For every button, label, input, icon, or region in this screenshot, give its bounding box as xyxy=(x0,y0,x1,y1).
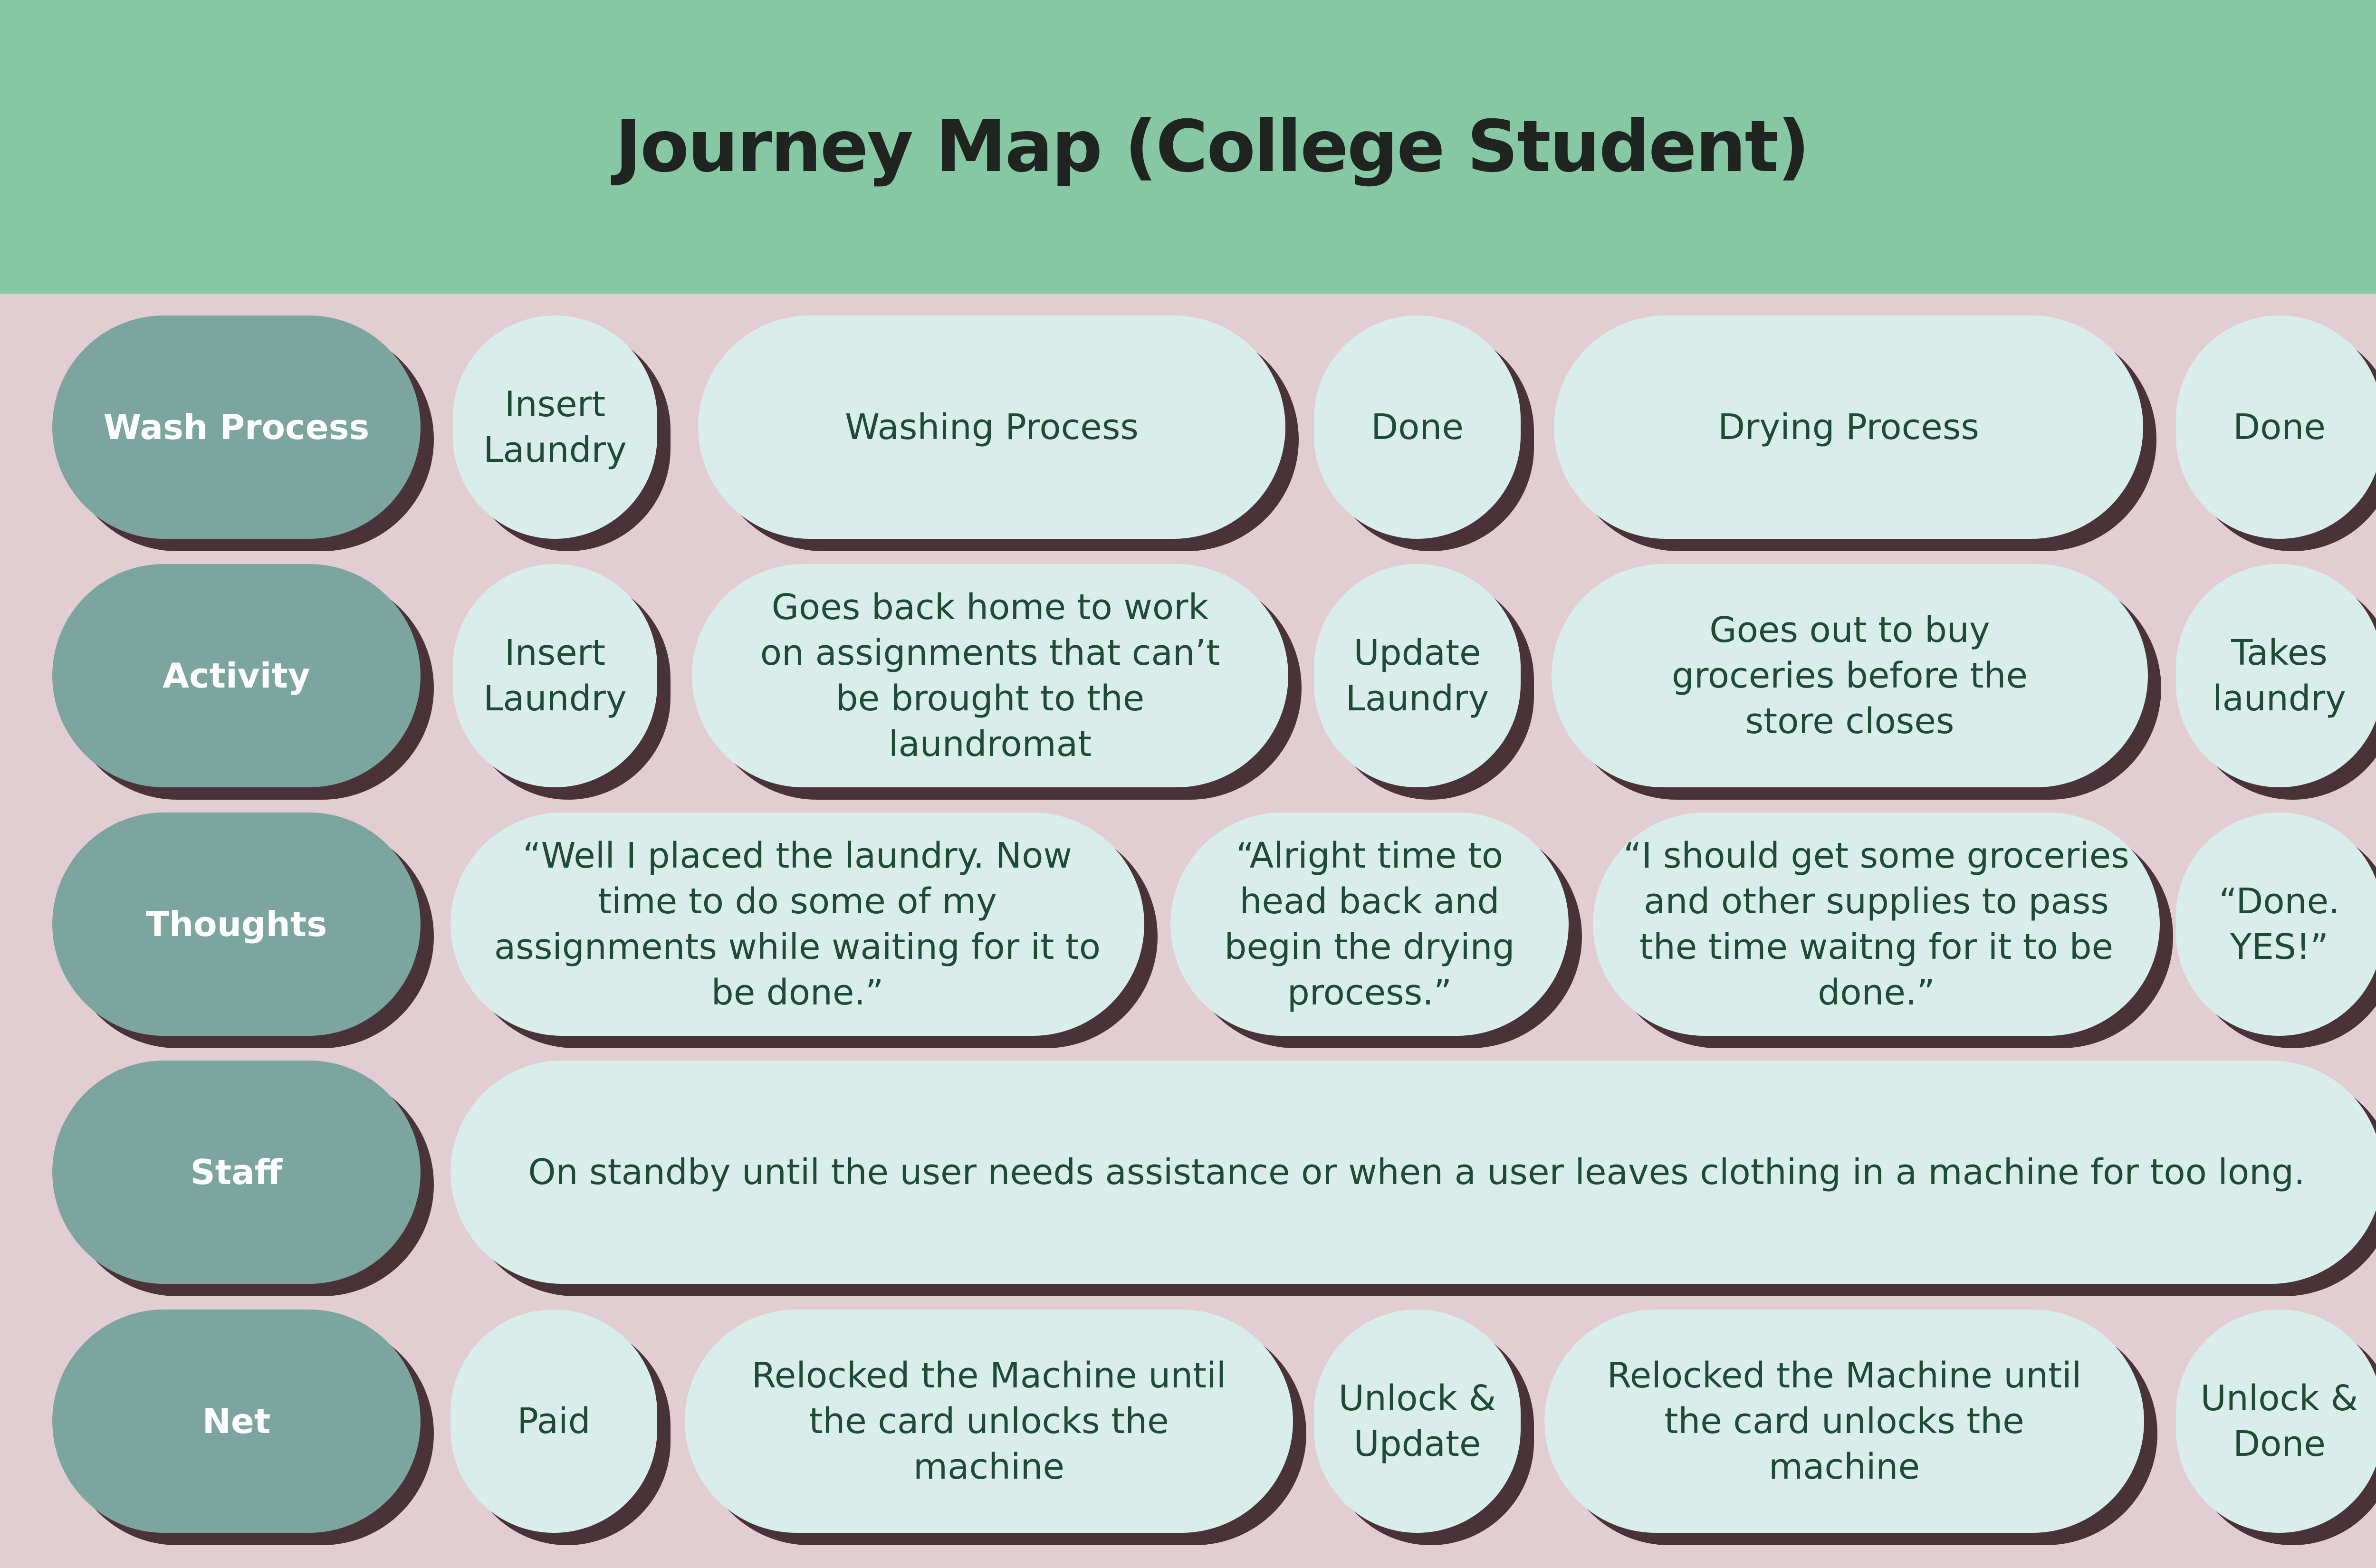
net-unlock-update: Unlock & Update xyxy=(1314,1310,1521,1533)
wash-done-final: Done xyxy=(2176,316,2376,539)
wash-drying-process: Drying Process xyxy=(1554,316,2143,539)
thought-done-yes: “Done. YES!” xyxy=(2176,813,2376,1036)
activity-goes-home: Goes back home to work on assignments th… xyxy=(692,564,1288,787)
activity-insert-laundry: Insert Laundry xyxy=(453,564,657,787)
header-banner xyxy=(0,0,2376,294)
net-unlock-done: Unlock & Done xyxy=(2176,1310,2376,1533)
wash-washing-process: Washing Process xyxy=(698,316,1285,539)
thought-groceries: “I should get some groceries and other s… xyxy=(1593,813,2160,1036)
row-label-wash-process: Wash Process xyxy=(52,316,421,539)
thought-placed-laundry: “Well I placed the laundry. Now time to … xyxy=(450,813,1144,1036)
activity-update-laundry: Update Laundry xyxy=(1314,564,1521,787)
activity-buy-groceries: Goes out to buy groceries before the sto… xyxy=(1552,564,2148,787)
staff-standby: On standby until the user needs assistan… xyxy=(450,1061,2376,1284)
wash-done: Done xyxy=(1314,316,1521,539)
row-label-thoughts: Thoughts xyxy=(52,813,421,1036)
net-relocked-dryer: Relocked the Machine until the card unlo… xyxy=(1544,1310,2144,1533)
row-label-activity: Activity xyxy=(52,564,421,787)
net-relocked-washer: Relocked the Machine until the card unlo… xyxy=(685,1310,1293,1533)
net-paid: Paid xyxy=(450,1310,657,1533)
wash-insert-laundry: Insert Laundry xyxy=(453,316,657,539)
activity-takes-laundry: Takes laundry xyxy=(2176,564,2376,787)
thought-head-back: “Alright time to head back and begin the… xyxy=(1170,813,1569,1036)
row-label-staff: Staff xyxy=(52,1061,421,1284)
page-title: Journey Map (College Student) xyxy=(615,105,1810,188)
row-label-net: Net xyxy=(52,1310,421,1533)
